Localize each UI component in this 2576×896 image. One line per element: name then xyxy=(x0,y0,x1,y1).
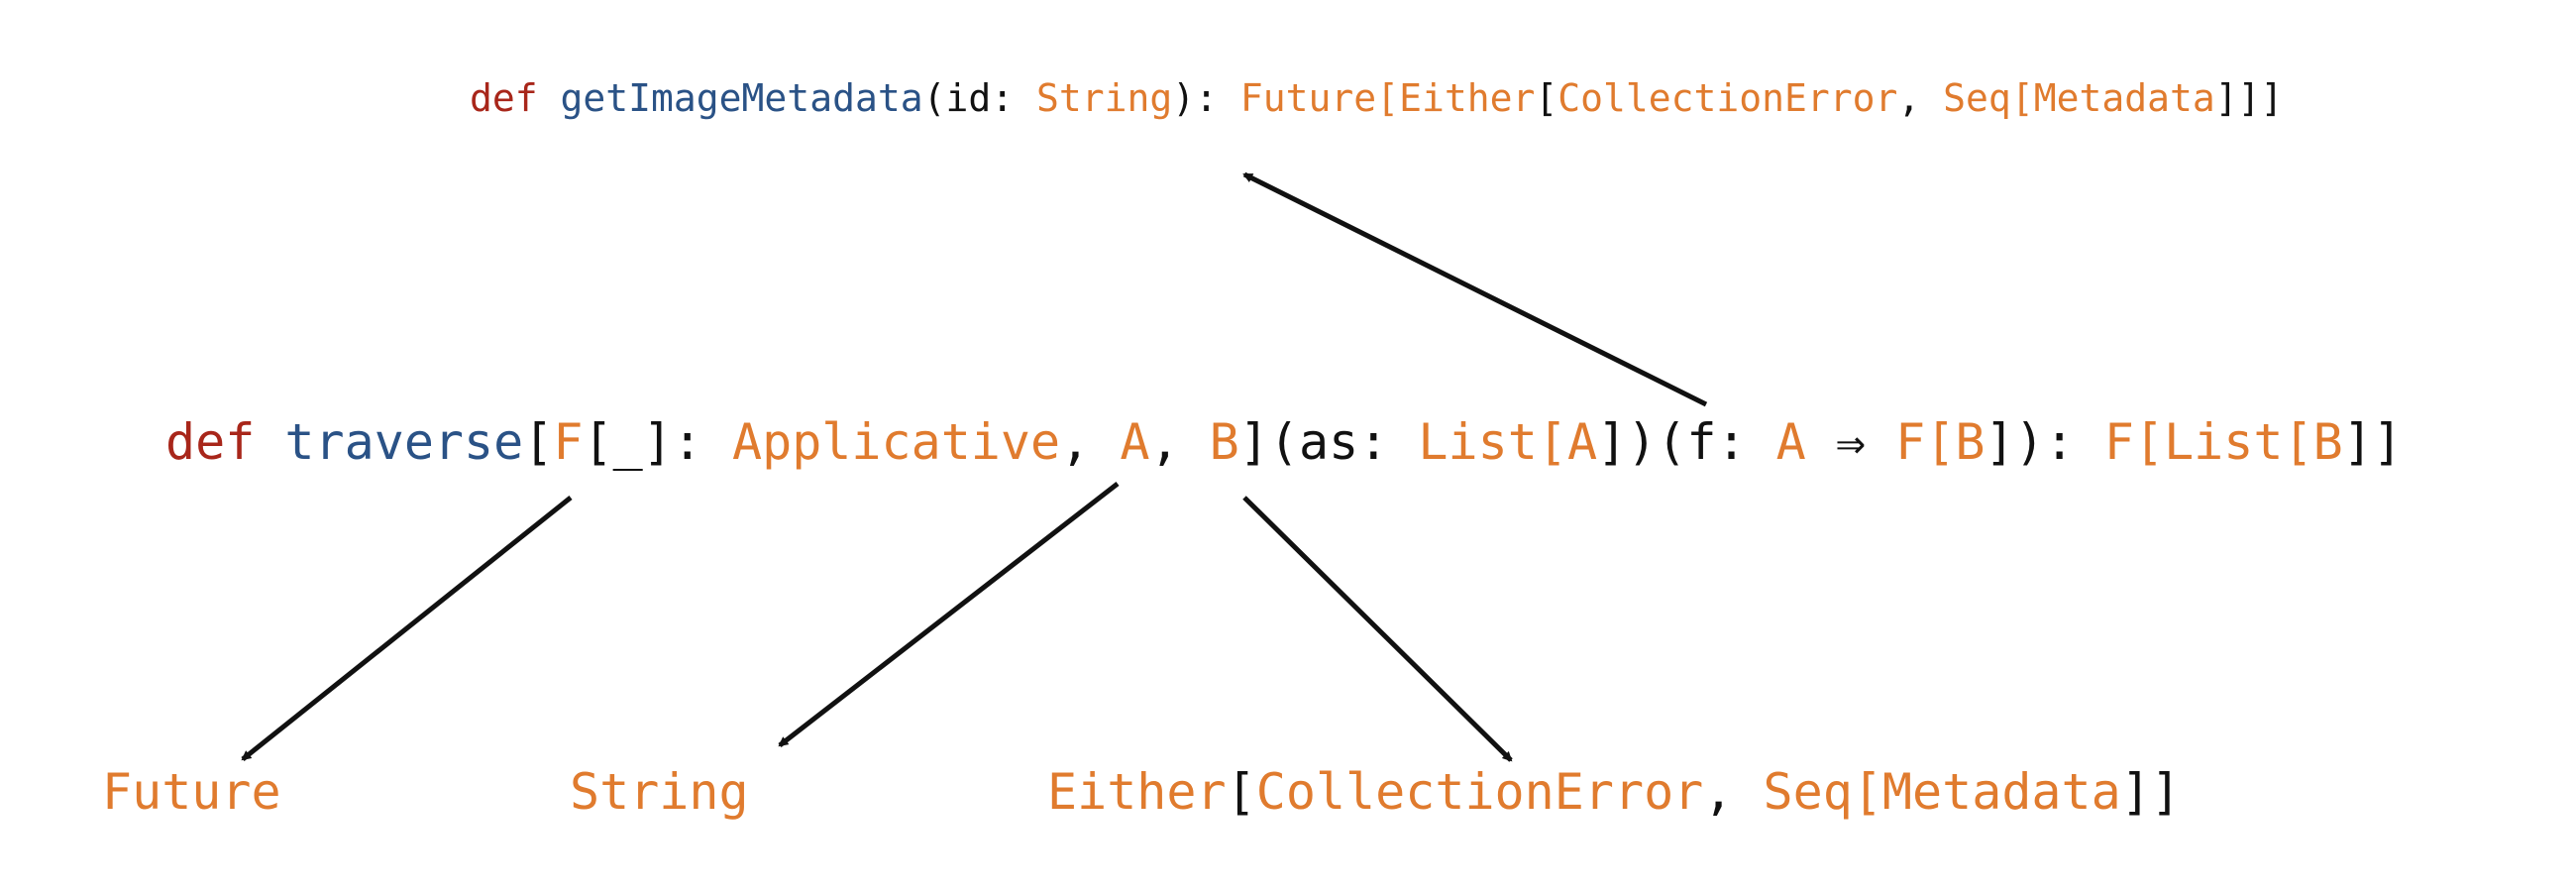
type-string: String xyxy=(570,763,749,821)
bracket: [ xyxy=(2283,413,2313,471)
bracket: [ xyxy=(1925,413,1956,471)
instantiation-string: String xyxy=(570,767,749,817)
function-name: getImageMetadata xyxy=(560,76,923,120)
bracket: ]] xyxy=(2120,763,2181,821)
bracket: [ xyxy=(1852,763,1882,821)
arrow-f-to-future xyxy=(241,496,573,761)
arrow-b-to-either xyxy=(1242,496,1513,762)
function-arrow: ⇒ xyxy=(1805,413,1896,471)
type-collection-error: CollectionError xyxy=(1255,763,1704,821)
instantiation-either: Either[CollectionError, Seq[Metadata]] xyxy=(1047,767,2181,817)
punctuation: [_]: xyxy=(583,413,732,471)
type-list: List xyxy=(2164,413,2284,471)
type-either: Either xyxy=(1047,763,1227,821)
punctuation: ])(f: xyxy=(1597,413,1776,471)
bracket: [ xyxy=(1537,413,1567,471)
type-param-b: B xyxy=(2312,413,2343,471)
punctuation: , xyxy=(1703,763,1764,821)
def-keyword: def xyxy=(165,413,256,471)
traverse-signature: def traverse[F[_]: Applicative, A, B](as… xyxy=(165,417,2403,467)
type-applicative: Applicative xyxy=(731,413,1061,471)
bracket: [ xyxy=(2133,413,2165,471)
type-future: Future xyxy=(102,763,281,821)
punctuation: , xyxy=(1149,413,1210,471)
arrow-a-to-string xyxy=(778,482,1120,747)
type-collection-error: CollectionError xyxy=(1557,76,1898,120)
bracket: [ xyxy=(523,413,554,471)
type-param-b: B xyxy=(1209,413,1239,471)
bracket: [ xyxy=(1226,763,1256,821)
type-param-a: A xyxy=(1775,413,1806,471)
bracket: ]]] xyxy=(2214,76,2284,120)
arrow-f-to-top-signature xyxy=(1242,171,1708,407)
bracket: [ xyxy=(1376,76,1400,120)
punctuation: ]): xyxy=(1985,413,2104,471)
get-image-metadata-signature: def getImageMetadata(id: String): Future… xyxy=(470,79,2283,117)
bracket: ]] xyxy=(2342,413,2403,471)
type-param-b: B xyxy=(1955,413,1986,471)
type-seq: Seq xyxy=(1943,76,2011,120)
bracket: [ xyxy=(1535,76,1558,120)
type-param-a: A xyxy=(1566,413,1598,471)
punctuation: , xyxy=(1897,76,1944,120)
def-keyword: def xyxy=(470,76,538,120)
type-metadata: Metadata xyxy=(1881,763,2121,821)
type-list: List xyxy=(1418,413,1538,471)
punctuation: ](as: xyxy=(1238,413,1419,471)
type-param-a: A xyxy=(1120,413,1150,471)
type-param-f: F xyxy=(1895,413,1926,471)
punctuation: , xyxy=(1060,413,1121,471)
punctuation: ): xyxy=(1172,76,1240,120)
type-future: Future xyxy=(1239,76,1377,120)
type-param-f: F xyxy=(2103,413,2134,471)
type-either: Either xyxy=(1399,76,1536,120)
type-string: String xyxy=(1035,76,1173,120)
type-metadata: Metadata xyxy=(2033,76,2215,120)
type-seq: Seq xyxy=(1763,763,1853,821)
type-param-f: F xyxy=(553,413,584,471)
bracket: [ xyxy=(2010,76,2034,120)
punctuation: (id: xyxy=(922,76,1036,120)
function-name: traverse xyxy=(284,413,524,471)
instantiation-future: Future xyxy=(102,767,281,817)
